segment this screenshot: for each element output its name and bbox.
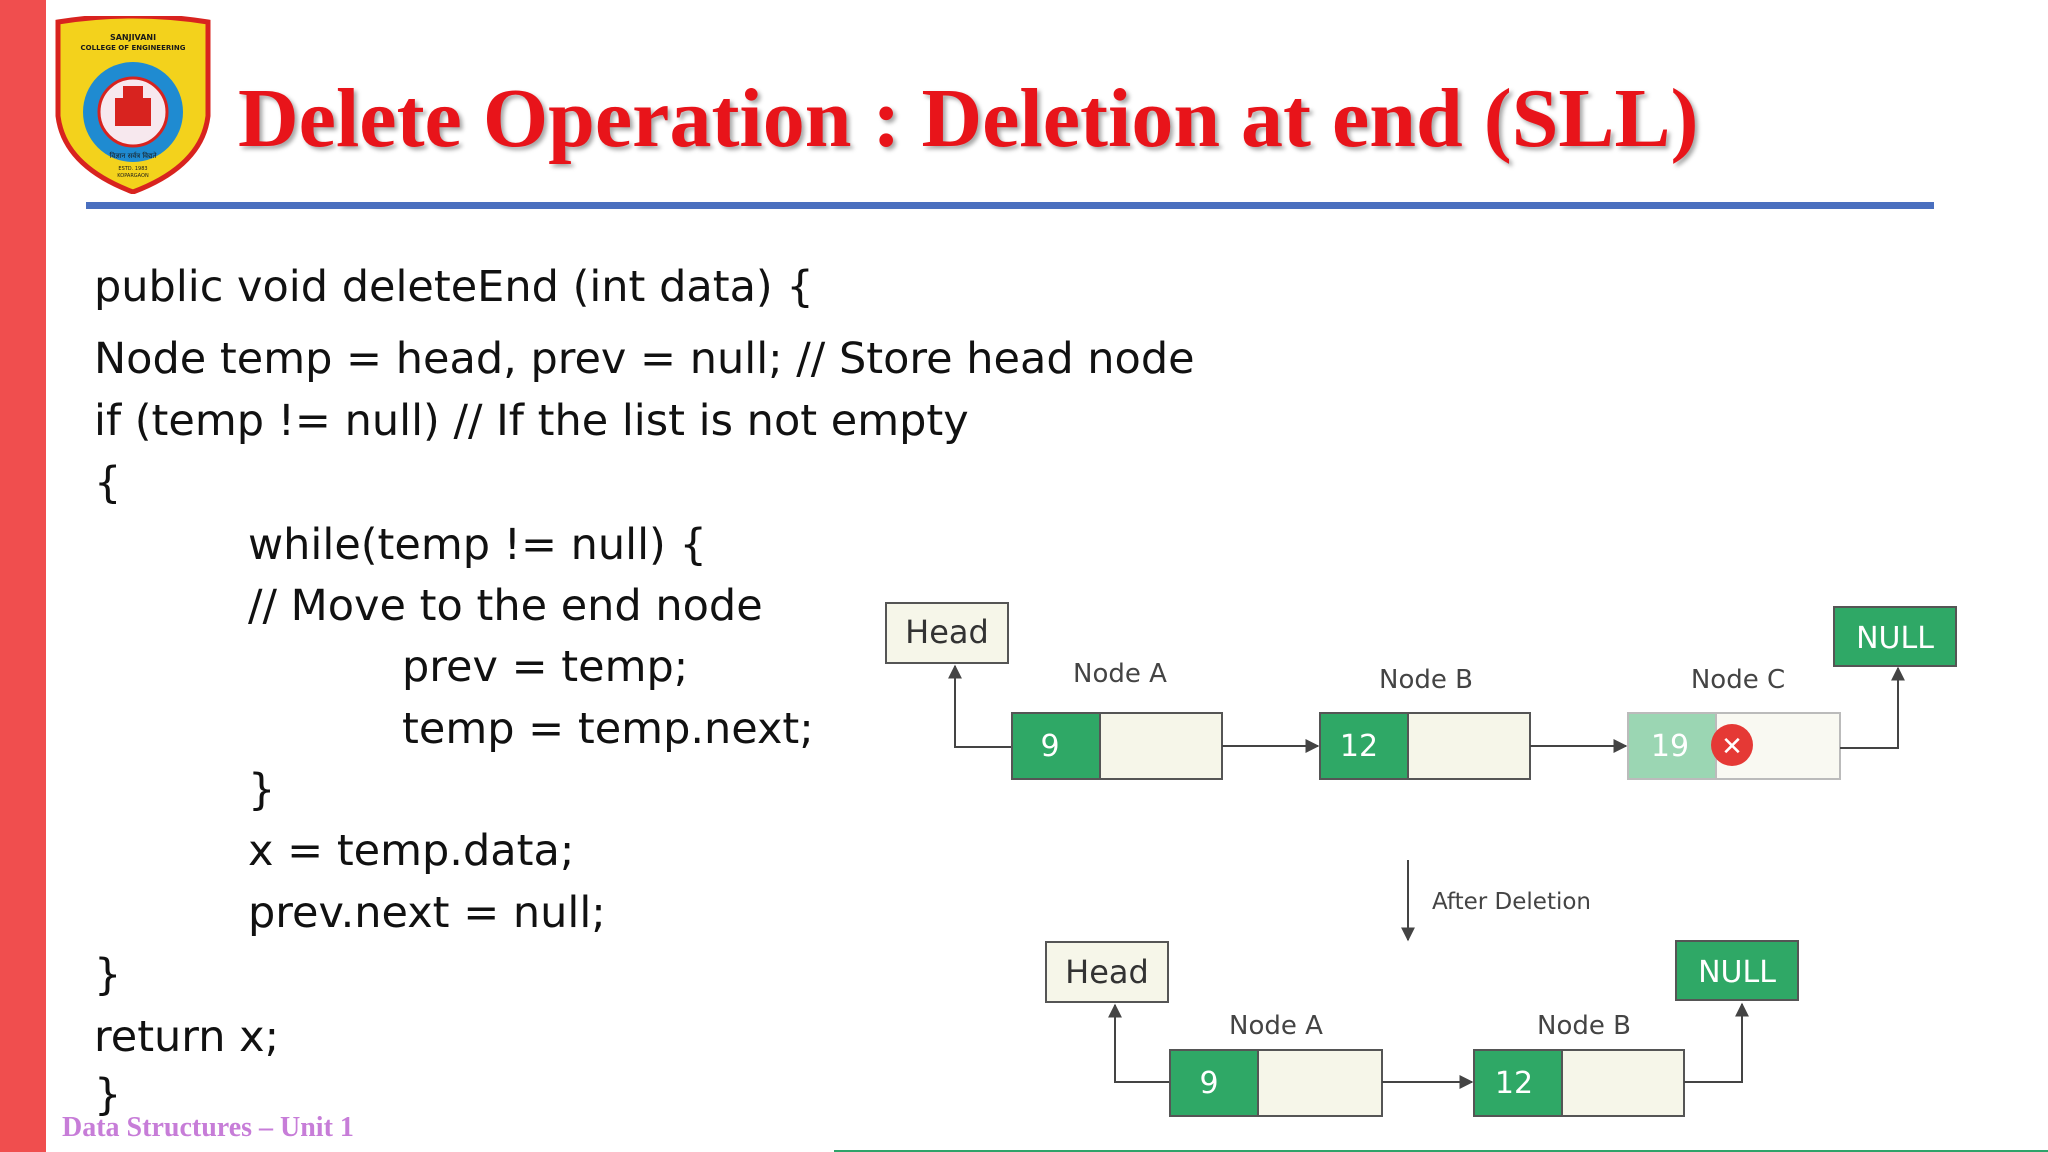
logo-text-place: KOPARGAON: [117, 173, 149, 179]
code-line: Node temp = head, prev = null; // Store …: [94, 334, 1195, 384]
node-b-data-cell: [1319, 712, 1409, 780]
code-line: {: [94, 458, 122, 508]
code-line: while(temp != null) {: [248, 520, 707, 570]
node-b-label: Node B: [1379, 665, 1473, 695]
node-a-label: Node A: [1073, 659, 1167, 689]
node-c-value: 19: [1651, 729, 1689, 764]
before-deletion-list: Head Node A 9 Node B 12 Node C 19 ✕ NULL: [885, 602, 1957, 780]
b-to-null-arrow: [1684, 1002, 1749, 1083]
code-line: }: [248, 765, 276, 815]
logo-text-college: COLLEGE OF ENGINEERING: [81, 44, 186, 52]
null-box: [1833, 606, 1957, 667]
node-b-next-cell: [1561, 1049, 1685, 1117]
node-b-value: 12: [1495, 1066, 1533, 1101]
head-label: Head: [1065, 953, 1149, 991]
college-logo: SANJIVANI COLLEGE OF ENGINEERING विज्ञान…: [55, 16, 211, 194]
logo-text-motto: विज्ञान सर्वत्र विद्यते: [110, 151, 158, 160]
node-a-data-cell: [1169, 1049, 1259, 1117]
node-c-data-cell: [1627, 712, 1717, 780]
code-line: prev = temp;: [402, 642, 689, 692]
node-a-value: 9: [1040, 729, 1059, 764]
code-line: // Move to the end node: [248, 581, 763, 631]
node-b-value: 12: [1340, 729, 1378, 764]
delete-x-icon: [1711, 724, 1753, 766]
code-line: public void deleteEnd (int data) {: [94, 262, 814, 312]
head-box: [1045, 941, 1169, 1003]
head-pointer-arrow: [1108, 1003, 1170, 1083]
logo-text-top: SANJIVANI: [110, 33, 156, 42]
head-box: [885, 602, 1009, 664]
null-label: NULL: [1698, 955, 1776, 990]
null-label: NULL: [1856, 621, 1934, 656]
code-line: return x;: [94, 1012, 280, 1062]
footer-course-label: Data Structures – Unit 1: [62, 1112, 354, 1143]
code-line: prev.next = null;: [248, 888, 606, 938]
node-b-next-cell: [1407, 712, 1531, 780]
bottom-divider: [834, 1150, 2048, 1152]
head-pointer-arrow: [948, 664, 1012, 748]
delete-x-mark: ✕: [1721, 732, 1743, 762]
code-line: }: [94, 1070, 122, 1120]
node-b-label: Node B: [1537, 1011, 1631, 1041]
side-accent-bar: [0, 0, 46, 1152]
node-b-data-cell: [1473, 1049, 1563, 1117]
node-a-value: 9: [1199, 1066, 1218, 1101]
c-to-null-arrow: [1840, 666, 1905, 749]
after-deletion-label: After Deletion: [1432, 889, 1591, 915]
slide-title: Delete Operation : Deletion at end (SLL): [238, 72, 1699, 165]
node-a-next-cell: [1257, 1049, 1383, 1117]
null-box: [1675, 940, 1799, 1001]
logo-text-estd: ESTD. 1983: [118, 166, 147, 172]
code-line: }: [94, 950, 122, 1000]
code-line: if (temp != null) // If the list is not …: [94, 396, 969, 446]
node-a-label: Node A: [1229, 1011, 1323, 1041]
code-line: x = temp.data;: [248, 826, 575, 876]
head-label: Head: [905, 613, 989, 651]
node-c-label: Node C: [1691, 665, 1785, 695]
code-line: temp = temp.next;: [402, 704, 814, 754]
after-deletion-list: Head Node A 9 Node B 12 NULL: [1045, 940, 1799, 1117]
title-divider: [86, 202, 1934, 209]
node-a-next-cell: [1099, 712, 1223, 780]
